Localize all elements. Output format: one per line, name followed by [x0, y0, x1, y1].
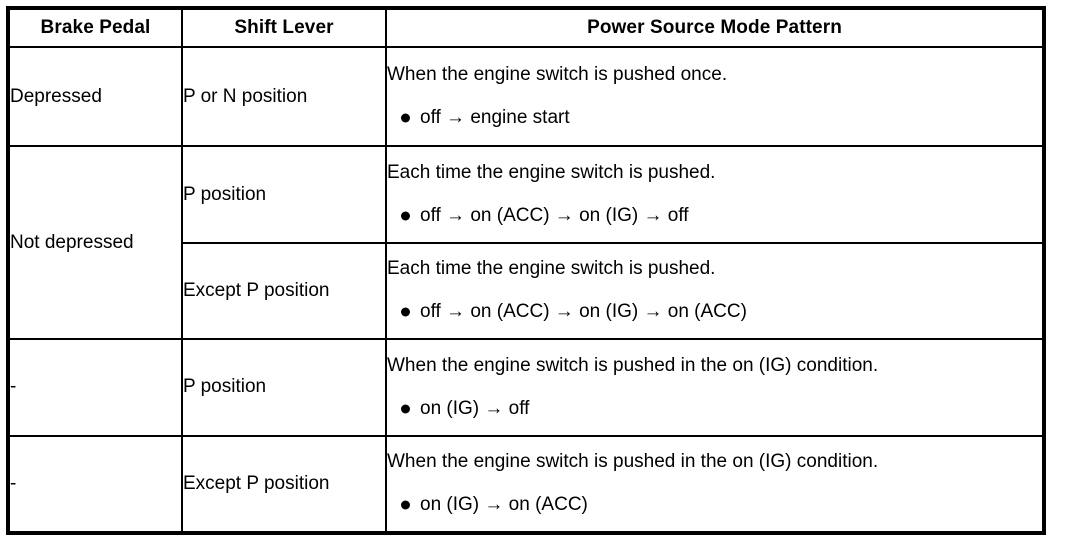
pattern-sentence: When the engine switch is pushed once. [387, 63, 728, 85]
cell-shift-lever: P or N position [181, 45, 387, 148]
column-header-brake-pedal: Brake Pedal [7, 7, 183, 48]
table-row: - Except P position When the engine swit… [7, 434, 1045, 535]
pattern-bullet-label: on (IG) → off [420, 397, 530, 419]
table-row: Except P position Each time the engine s… [8, 241, 1045, 341]
pattern-sentence: When the engine switch is pushed in the … [387, 354, 879, 376]
table-header-row: Brake Pedal Shift Lever Power Source Mod… [7, 7, 1045, 48]
pattern-bullet-label: off → engine start [420, 107, 570, 129]
table-row: Not depressed P position Each time the e… [7, 145, 1045, 341]
bullet-icon [401, 113, 410, 123]
table-row: - P position When the engine switch is p… [7, 338, 1045, 437]
cell-power-source-mode-pattern: When the engine switch is pushed in the … [385, 434, 1045, 535]
cell-power-source-mode-pattern: Each time the engine switch is pushed. o… [385, 145, 1045, 244]
pattern-sentence: Each time the engine switch is pushed. [387, 161, 716, 183]
pattern-bullet-label: off → on (ACC) → on (IG) → off [420, 205, 689, 227]
pattern-bullet-item: on (IG) → on (ACC) [387, 494, 1042, 515]
pattern-bullet-item: on (IG) → off [387, 398, 1042, 419]
pattern-sentence: When the engine switch is pushed in the … [387, 451, 879, 473]
column-header-shift-lever: Shift Lever [181, 7, 387, 48]
pattern-bullet-item: off → on (ACC) → on (IG) → off [387, 205, 1042, 226]
cell-power-source-mode-pattern: When the engine switch is pushed in the … [385, 338, 1045, 437]
power-source-mode-pattern-table: Brake Pedal Shift Lever Power Source Mod… [6, 6, 1046, 535]
cell-brake-pedal: - [7, 434, 183, 535]
pattern-bullet-label: off → on (ACC) → on (IG) → on (ACC) [420, 301, 747, 323]
cell-shift-lever: P position [181, 338, 387, 437]
column-header-power-source-mode-pattern: Power Source Mode Pattern [385, 7, 1045, 48]
pattern-sentence: Each time the engine switch is pushed. [387, 258, 716, 280]
cell-shift-lever: P position [181, 145, 387, 244]
cell-power-source-mode-pattern: When the engine switch is pushed once. o… [385, 45, 1045, 148]
bullet-icon [401, 211, 410, 221]
pattern-bullet-item: off → on (ACC) → on (IG) → on (ACC) [387, 301, 1042, 322]
pattern-bullet-item: off → engine start [387, 107, 1042, 128]
bullet-icon [401, 404, 410, 413]
bullet-icon [401, 307, 410, 317]
cell-shift-lever: Except P position [181, 241, 387, 341]
cell-shift-lever: Except P position [181, 434, 387, 535]
cell-brake-pedal: Not depressed [7, 145, 183, 341]
cell-brake-pedal: Depressed [7, 45, 183, 148]
bullet-icon [401, 500, 410, 510]
table-row: Depressed P or N position When the engin… [7, 45, 1045, 148]
cell-power-source-mode-pattern: Each time the engine switch is pushed. o… [385, 241, 1045, 341]
pattern-bullet-label: on (IG) → on (ACC) [420, 494, 588, 516]
cell-brake-pedal: - [7, 338, 183, 437]
power-source-mode-table-container: Brake Pedal Shift Lever Power Source Mod… [6, 6, 1046, 535]
